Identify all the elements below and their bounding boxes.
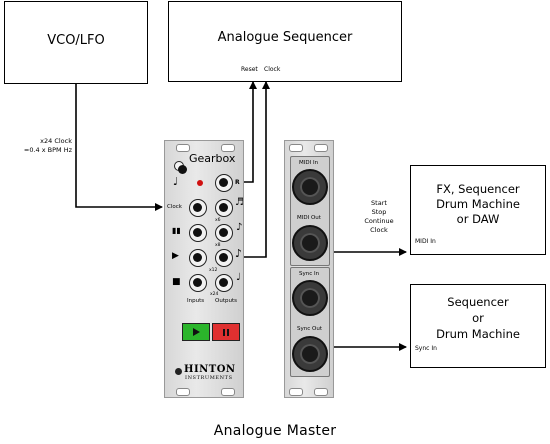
mount-slot <box>289 144 303 152</box>
gearbox-module: Gearbox ♩ R Clock ♬ x6 ▮▮ ♪ x8 ▶ ♪ x12 ■… <box>164 140 244 398</box>
fx-daw-box: FX, Sequencer Drum Machine or DAW MIDI I… <box>410 165 546 255</box>
play-icon <box>193 328 200 336</box>
clock-rate-annotation: x24 Clock =0.4 x BPM Hz <box>10 137 72 155</box>
mount-slot <box>176 388 190 396</box>
reset-output-jack[interactable] <box>215 174 233 192</box>
mount-slot <box>314 144 328 152</box>
play-icon: ▶ <box>172 251 179 261</box>
sync-out-connector[interactable] <box>292 336 328 372</box>
sixteenth-note-icon: ♬ <box>235 197 244 208</box>
x12-ratio-label: x12 <box>209 268 218 273</box>
vco-to-clock-line <box>75 84 163 211</box>
reset-port-label: Reset <box>241 66 258 73</box>
quarter-note-icon: ♩ <box>236 272 241 283</box>
midi-sync-module: MIDI In MIDI Out Sync In Sync Out <box>284 140 334 398</box>
fx-line-1: FX, Sequencer <box>436 182 520 196</box>
play-input-jack[interactable] <box>189 249 207 267</box>
sync-in-port-label: Sync In <box>415 345 437 352</box>
x8-ratio-label: x8 <box>215 243 221 248</box>
reset-button-jack[interactable] <box>174 161 187 174</box>
mount-slot <box>289 388 303 396</box>
sync-in-label: Sync In <box>299 271 320 277</box>
brand-name: HINTON <box>184 364 236 375</box>
midi-in-connector[interactable] <box>292 169 328 205</box>
mount-slot <box>221 388 235 396</box>
drum-line-2: or <box>472 311 484 325</box>
note-icon: ♩ <box>173 175 179 188</box>
drum-box-text: Sequencer or Drum Machine <box>411 294 545 342</box>
transport-annotation: Start Stop Continue Clock <box>357 199 401 235</box>
diagram-caption: Analogue Master <box>213 423 337 439</box>
analogue-sequencer-box: Analogue Sequencer Reset Clock <box>168 1 402 82</box>
x12-output-jack[interactable] <box>215 249 233 267</box>
reset-jack-label: R <box>235 179 240 186</box>
mount-slot <box>314 388 328 396</box>
drum-line-1: Sequencer <box>447 295 509 309</box>
fx-box-text: FX, Sequencer Drum Machine or DAW <box>411 182 545 227</box>
status-led <box>197 180 203 186</box>
x8-output-jack[interactable] <box>215 224 233 242</box>
pause-icon: ▮▮ <box>172 226 181 235</box>
transport-line-4: Clock <box>370 226 388 234</box>
vco-lfo-label: VCO/LFO <box>47 33 105 48</box>
eighth-note-icon: ♪ <box>236 222 243 233</box>
pause-input-jack[interactable] <box>189 224 207 242</box>
mount-slot <box>221 144 235 152</box>
gearbox-title: Gearbox <box>189 152 236 165</box>
sync-out-label: Sync Out <box>297 326 322 332</box>
x6-ratio-label: x6 <box>215 218 221 223</box>
outputs-label: Outputs <box>215 298 237 304</box>
sequencer-label: Analogue Sequencer <box>217 30 353 45</box>
vco-lfo-box: VCO/LFO <box>4 1 148 84</box>
transport-line-2: Stop <box>371 208 387 216</box>
midi-out-connector[interactable] <box>292 225 328 261</box>
stop-button[interactable] <box>212 323 240 341</box>
midi-section: MIDI In MIDI Out <box>290 156 330 266</box>
clock-input-jack[interactable] <box>189 199 207 217</box>
transport-line-3: Continue <box>364 217 394 225</box>
x6-output-jack[interactable] <box>215 199 233 217</box>
midi-in-label: MIDI In <box>299 160 319 166</box>
reset-line <box>243 81 257 183</box>
stop-icon: ■ <box>172 277 181 287</box>
midi-out-label: MIDI Out <box>297 215 321 221</box>
clock-rate-line-2: =0.4 x BPM Hz <box>23 146 72 154</box>
transport-line-1: Start <box>371 199 387 207</box>
stop-input-jack[interactable] <box>189 274 207 292</box>
eighth-note-icon: ♪ <box>235 247 243 260</box>
sync-section: Sync In Sync Out <box>290 267 330 377</box>
midi-in-port-label: MIDI In <box>415 238 436 245</box>
mount-slot <box>176 144 190 152</box>
brand-subtitle: INSTRUMENTS <box>185 375 233 381</box>
play-button[interactable] <box>182 323 210 341</box>
logo-dot <box>175 368 182 375</box>
clock-port-label: Clock <box>264 66 281 73</box>
x24-output-jack[interactable] <box>215 274 233 292</box>
fx-line-2: Drum Machine <box>436 197 520 211</box>
sequencer-drum-box: Sequencer or Drum Machine Sync In <box>410 284 546 368</box>
drum-line-3: Drum Machine <box>436 327 520 341</box>
clock-input-label: Clock <box>167 204 182 210</box>
fx-line-3: or DAW <box>456 212 500 226</box>
inputs-label: Inputs <box>187 298 205 304</box>
sync-in-connector[interactable] <box>292 280 328 316</box>
clock-rate-line-1: x24 Clock <box>40 137 72 145</box>
pause-icon <box>223 329 225 336</box>
x24-ratio-label: x24 <box>210 292 219 297</box>
clock-line <box>243 81 270 258</box>
